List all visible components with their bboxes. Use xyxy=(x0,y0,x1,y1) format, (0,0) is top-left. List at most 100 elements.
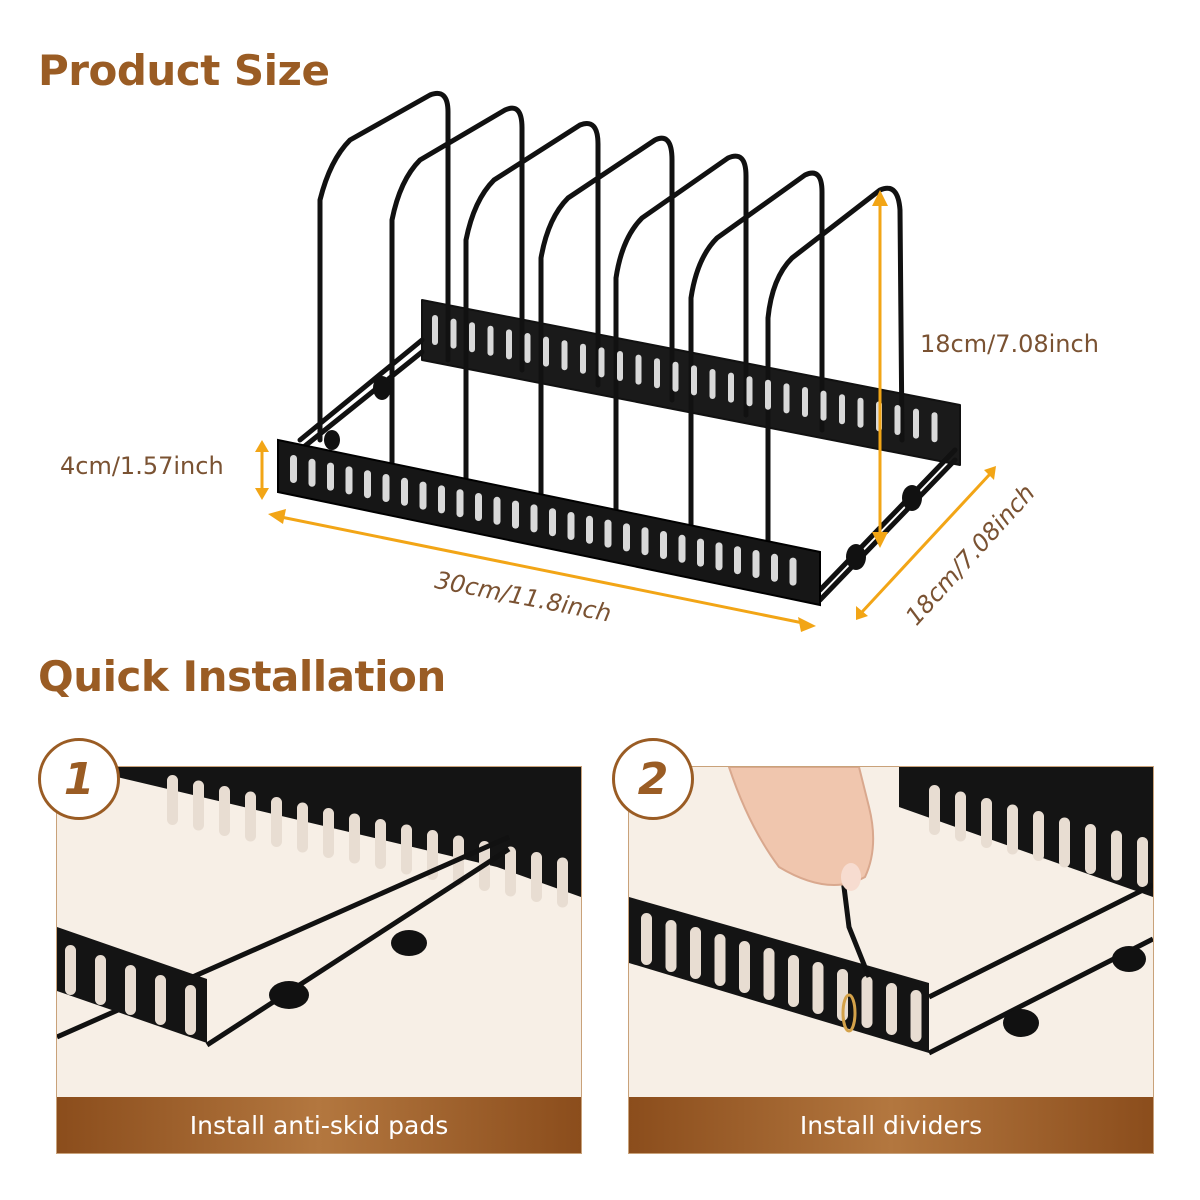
rail-slot xyxy=(752,550,760,578)
rail-slot xyxy=(783,383,790,414)
rail-slot xyxy=(432,315,438,345)
rail-slot xyxy=(512,500,519,529)
rail-slot xyxy=(641,527,649,556)
rail-slot xyxy=(913,408,919,439)
rail-slot xyxy=(746,376,753,407)
rail-slot xyxy=(167,775,178,825)
rail-slot xyxy=(561,340,568,371)
rail-slot xyxy=(505,846,516,897)
rail-slot xyxy=(714,934,726,986)
rail-slot xyxy=(598,347,605,378)
rail-slot xyxy=(820,390,827,421)
rail-slot xyxy=(734,546,741,575)
rail-slot xyxy=(580,343,586,374)
step-1-number: 1 xyxy=(63,753,95,805)
rail-slot xyxy=(635,354,642,385)
rail-slot xyxy=(1137,837,1148,887)
rail-slot xyxy=(401,824,412,875)
rail-slot xyxy=(771,553,778,582)
rail-slot xyxy=(665,920,677,972)
rail-slot xyxy=(672,361,679,392)
rail-slot xyxy=(955,791,966,842)
install-dividers-illustration xyxy=(629,767,1153,1056)
rail-slot xyxy=(193,780,204,831)
step-2-badge: 2 xyxy=(612,738,694,820)
step-1-caption-bar: Install anti-skid pads xyxy=(57,1097,581,1153)
rail-slot xyxy=(586,515,593,544)
step-2-caption: Install dividers xyxy=(799,1110,983,1140)
rail-slot xyxy=(1059,817,1070,868)
rail-slot xyxy=(155,975,166,1025)
step-2-number: 2 xyxy=(637,753,669,805)
rail-slot xyxy=(1111,830,1122,881)
rail-slot xyxy=(654,358,660,389)
rack-illustration xyxy=(255,90,996,632)
step-2-caption-bar: Install dividers xyxy=(629,1097,1153,1153)
rail-slot xyxy=(364,470,371,499)
rail-slot xyxy=(456,489,464,518)
rail-slot xyxy=(894,405,901,435)
rail-slot xyxy=(678,534,686,563)
rail-slot xyxy=(697,538,704,567)
rail-slot xyxy=(929,785,940,835)
rail-slot xyxy=(763,948,775,1000)
rail-slot xyxy=(1033,811,1044,861)
rail-slot xyxy=(690,927,701,979)
rail-slot xyxy=(857,397,864,428)
anti-skid-pads-illustration xyxy=(57,767,581,1048)
rail-slot xyxy=(837,969,848,1021)
rail-slot xyxy=(185,985,196,1035)
rail-slot xyxy=(349,813,360,864)
rail-slot xyxy=(219,786,230,836)
rail-slot xyxy=(531,852,542,902)
rail-slot xyxy=(789,557,797,586)
rail-slot xyxy=(419,481,427,510)
rail-slot xyxy=(438,485,445,514)
rail-slot xyxy=(861,976,873,1028)
rail-slot xyxy=(543,336,549,367)
rail-slot xyxy=(549,508,556,537)
rail-slot xyxy=(1085,824,1096,874)
rail-slot xyxy=(271,797,282,847)
rail-slot xyxy=(487,325,494,356)
rail-slot xyxy=(981,798,992,848)
rail-slot xyxy=(382,474,390,502)
rail-slot xyxy=(910,990,922,1042)
rail-slot xyxy=(1007,804,1018,855)
rail-slot xyxy=(345,466,353,495)
rail-slot xyxy=(765,379,771,410)
rail-slot xyxy=(95,955,106,1005)
rail-slot xyxy=(709,369,716,399)
rail-slot xyxy=(524,333,531,363)
rail-slot xyxy=(401,477,408,506)
rail-slot xyxy=(617,351,623,381)
rail-slot xyxy=(245,791,256,842)
rail-slot xyxy=(802,387,808,417)
rail-slot xyxy=(641,913,652,965)
rail-slot xyxy=(567,512,575,540)
height-divider-label: 18cm/7.08inch xyxy=(920,330,1099,358)
rail-slot xyxy=(788,955,799,1007)
rail-slot xyxy=(475,493,482,521)
rail-slot xyxy=(604,519,612,548)
rail-slot xyxy=(323,808,334,858)
rail-slot xyxy=(493,496,501,525)
rail-slot xyxy=(739,941,750,993)
step-2-panel: Install dividers xyxy=(628,766,1154,1154)
product-size-title: Product Size xyxy=(38,46,330,95)
step-1-caption: Install anti-skid pads xyxy=(189,1110,449,1140)
rail-slot xyxy=(931,412,938,443)
rail-slot xyxy=(660,531,667,559)
rail-slot xyxy=(839,394,845,425)
rail-slot xyxy=(728,372,734,403)
height-base-label: 4cm/1.57inch xyxy=(60,452,224,480)
rail-slot xyxy=(506,329,512,360)
rail-slot xyxy=(327,462,334,491)
rail-slot xyxy=(623,523,630,552)
step-1-panel: Install anti-skid pads xyxy=(56,766,582,1154)
rail-slot xyxy=(812,962,824,1014)
rail-slot xyxy=(691,365,697,396)
rail-slot xyxy=(530,504,538,533)
rail-slot xyxy=(308,458,316,487)
rail-slot xyxy=(886,983,897,1035)
